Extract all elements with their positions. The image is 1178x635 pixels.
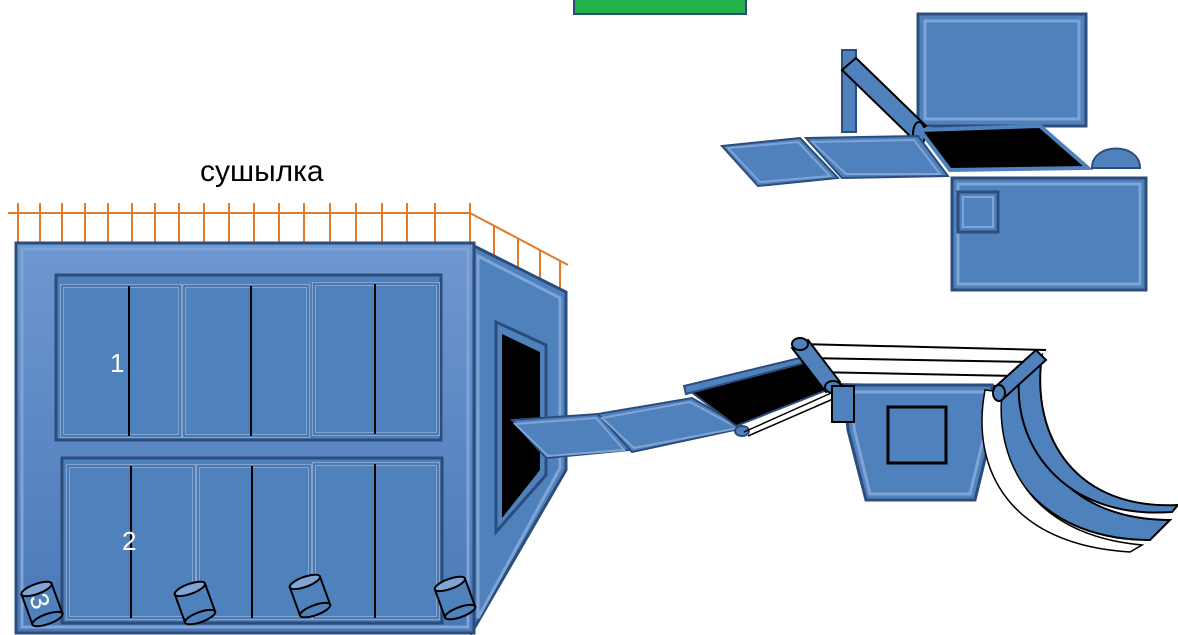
section-2-label: 2 bbox=[122, 526, 136, 556]
dryer-unit: 1 2 bbox=[14, 241, 568, 635]
hopper-side-panel bbox=[831, 385, 855, 423]
bin bbox=[433, 575, 477, 621]
lower-box-panel bbox=[956, 190, 1000, 234]
upper-box bbox=[916, 12, 1088, 128]
section-1-label: 1 bbox=[110, 348, 124, 378]
hopper-window bbox=[886, 405, 948, 465]
upper-machine bbox=[719, 12, 1148, 292]
upper-conveyor-plate bbox=[719, 136, 841, 188]
bins bbox=[20, 573, 477, 628]
bin-3 bbox=[20, 580, 64, 628]
hopper-unit bbox=[790, 337, 1178, 553]
dryer-railing bbox=[8, 203, 569, 290]
bin bbox=[288, 573, 332, 619]
bin bbox=[173, 580, 217, 626]
top-green-button bbox=[573, 0, 747, 15]
dryer-label: сушылка bbox=[200, 155, 324, 188]
